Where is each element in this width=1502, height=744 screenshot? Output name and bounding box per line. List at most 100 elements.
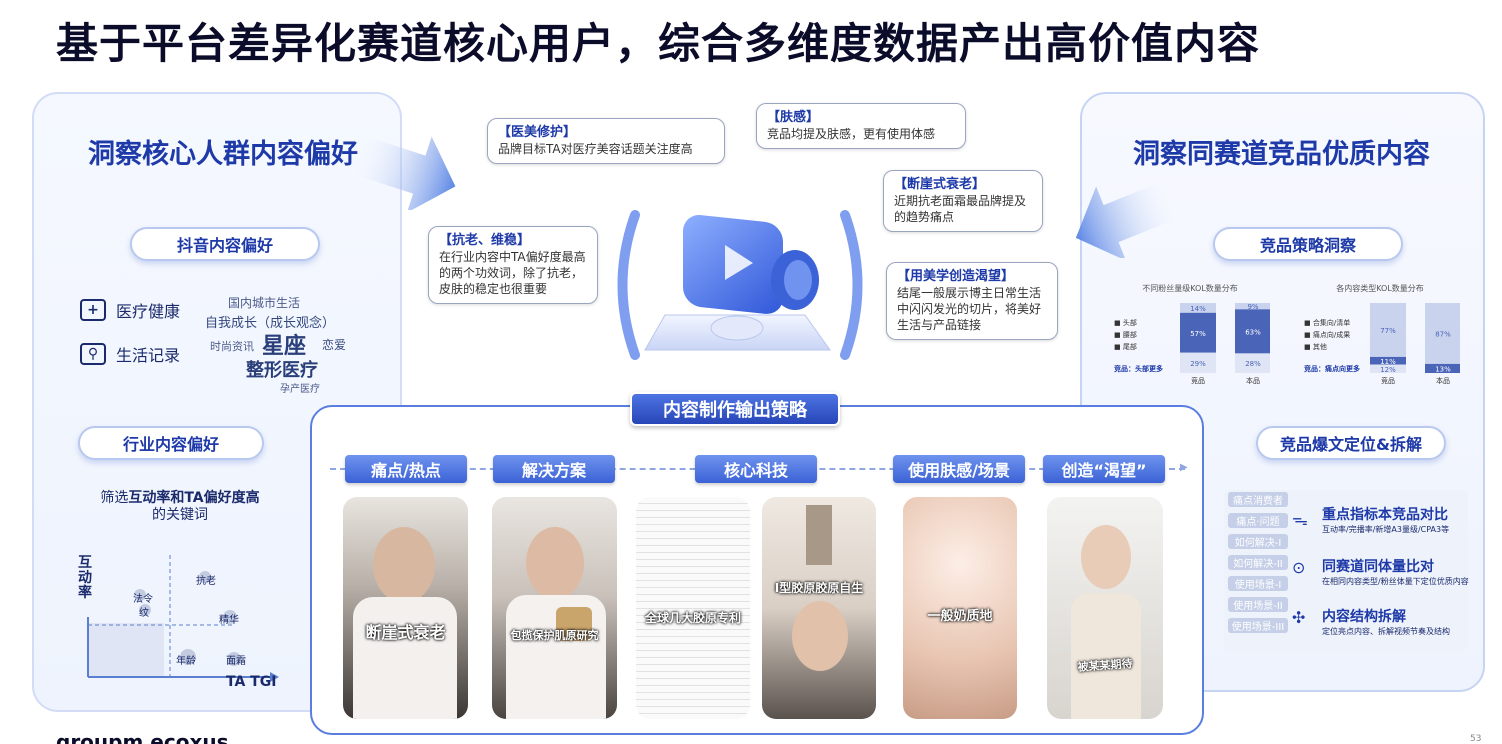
- chart2-title: 各内容类型KOL数量分布: [1336, 284, 1424, 293]
- bar-segment: [1425, 303, 1460, 364]
- data-label: 87%: [1435, 330, 1451, 338]
- bar-segment: [1180, 312, 1216, 353]
- video-thumb-1[interactable]: 断崖式衰老: [343, 497, 468, 719]
- page-number: 53: [1470, 734, 1482, 744]
- x-axis-label: TA TGI: [226, 674, 277, 690]
- stage-row: 痛点消费者: [1228, 492, 1288, 507]
- video-camera-icon: [617, 210, 863, 360]
- filter-bold: 互动率和TA偏好度高: [128, 490, 260, 506]
- legend-entry: ■ 痛点向/成果: [1304, 330, 1350, 339]
- brand-text: groupm: [56, 730, 144, 744]
- link-icon: ᯓ: [1292, 510, 1308, 529]
- data-label: 57%: [1190, 330, 1206, 338]
- data-label: 14%: [1190, 305, 1206, 313]
- dot-label: 面霜: [226, 656, 246, 667]
- bubble-cliff-aging: 【断崖式衰老】近期抗老面霜最品牌提及的趋势痛点: [883, 170, 1043, 232]
- bubble-title: 【断崖式衰老】: [894, 177, 986, 192]
- legend-entry: ■ 腰部: [1114, 330, 1137, 339]
- chart-note: 竞品：头部更多: [1113, 364, 1163, 373]
- bubble-title: 【用美学创造渴望】: [897, 269, 1015, 284]
- face-shape: [1081, 525, 1131, 589]
- item-sub: 在相同内容类型/粉丝体量下定位优质内容: [1322, 577, 1469, 586]
- stage-row: 痛点·问题: [1228, 513, 1288, 528]
- stage-arrow-icon: ▶: [1180, 462, 1188, 473]
- arrow-left-icon: [1075, 178, 1180, 258]
- bubble-text: 近期抗老面霜最品牌提及的趋势痛点: [894, 194, 1027, 224]
- bar-segment: [1180, 352, 1216, 373]
- bar-segment: [1370, 364, 1406, 373]
- data-label: 13%: [1435, 365, 1451, 373]
- location-pin-icon: ⊙: [1292, 558, 1306, 577]
- face-shape: [792, 601, 848, 671]
- cloud-word: 自我成长（成长观念）: [205, 316, 336, 331]
- bubble-text: 品牌目标TA对医疗美容话题关注度高: [498, 142, 693, 156]
- cloud-word: 恋爱: [322, 338, 347, 352]
- bar-segment: [1425, 363, 1460, 373]
- dot-label: 年龄: [176, 656, 196, 667]
- item-sub: 定位亮点内容、拆解视频节奏及结构: [1322, 627, 1450, 636]
- item-sub: 互动率/完播率/新增A3量级/CPA3等: [1322, 525, 1450, 534]
- competitor-strategy-pill: 竞品策略洞察: [1213, 227, 1403, 261]
- word-cloud: 国内城市生活 自我成长（成长观念） 时尚资讯 星座 恋爱 整形医疗 孕产医疗: [200, 280, 390, 400]
- data-label: 28%: [1245, 360, 1261, 368]
- legend-entry: ■ 合集向/清单: [1304, 318, 1350, 327]
- arrow-right-icon: [350, 133, 456, 210]
- video-thumb-4[interactable]: I型胶原胶原自生: [762, 497, 876, 719]
- photo-icon: ⚲: [80, 343, 106, 365]
- breakdown-item-1: ᯓ 重点指标本竞品对比 互动率/完播率/新增A3量级/CPA3等: [1292, 504, 1472, 535]
- thumb-caption: I型胶原胶原自生: [774, 581, 864, 595]
- medical-icon: +: [80, 299, 106, 321]
- dot-label: 抗老: [196, 576, 216, 587]
- stage-row: 使用场景-II: [1228, 597, 1288, 612]
- douyin-pref-pill: 抖音内容偏好: [130, 227, 320, 261]
- data-label: 29%: [1190, 360, 1206, 368]
- stage-row: 如何解决-I: [1228, 534, 1288, 549]
- breakdown-item-3: ✣ 内容结构拆解 定位亮点内容、拆解视频节奏及结构: [1292, 606, 1472, 637]
- y-axis-label: 互动率: [78, 555, 92, 601]
- data-label: 12%: [1380, 366, 1396, 374]
- thumb-caption: 断崖式衰老: [365, 623, 446, 642]
- video-thumb-6[interactable]: 被某某期待: [1047, 497, 1163, 719]
- item-title: 同赛道同体量比对: [1322, 559, 1434, 575]
- breakdown-item-2: ⊙ 同赛道同体量比对 在相同内容类型/粉丝体量下定位优质内容: [1292, 556, 1472, 587]
- brand-text-2: ecoxus: [150, 730, 229, 744]
- dot-label: 精华: [219, 615, 239, 626]
- thumb-caption: 一般奶质地: [927, 609, 993, 624]
- item-title: 重点指标本竞品对比: [1322, 507, 1448, 523]
- category-label: 本品: [1436, 376, 1450, 385]
- video-thumb-2[interactable]: 包揽保护肌原研究: [492, 497, 617, 719]
- bubble-title: 【医美修护】: [498, 125, 577, 140]
- category-label: 本品: [1246, 376, 1260, 385]
- bubble-skin-feel: 【肤感】竞品均提及肤感，更有使用体感: [756, 103, 966, 149]
- stage-skin-feel: 使用肤感/场景: [893, 455, 1025, 483]
- cloud-word: 国内城市生活: [228, 296, 301, 310]
- video-thumb-5[interactable]: 一般奶质地: [903, 497, 1017, 719]
- thumb-caption: 包揽保护肌原研究: [510, 629, 599, 642]
- bubble-aesthetic-desire: 【用美学创造渴望】结尾一般展示博主日常生活中闪闪发光的切片，将美好生活与产品链接: [886, 262, 1058, 340]
- legend-medical: + 医疗健康: [80, 298, 180, 322]
- legend-entry: ■ 其他: [1304, 342, 1327, 351]
- face-shape: [373, 527, 435, 603]
- category-label: 竞品: [1191, 376, 1205, 385]
- data-label: 11%: [1380, 358, 1396, 366]
- stage-solution: 解决方案: [493, 455, 615, 483]
- face-shape: [526, 527, 584, 599]
- bubble-title: 【抗老、维稳】: [439, 233, 531, 248]
- filter-text: 筛选互动率和TA偏好度高的关键词: [60, 490, 300, 524]
- stage-row: 如何解决-II: [1228, 555, 1288, 570]
- page-title: 基于平台差异化赛道核心用户，综合多维度数据产出高价值内容: [56, 19, 1261, 68]
- stage-row: 使用场景-I: [1228, 576, 1288, 591]
- legend-entry: ■ 头部: [1114, 318, 1137, 327]
- item-title: 内容结构拆解: [1322, 609, 1406, 625]
- filter-pre: 筛选: [100, 490, 129, 506]
- scatter-quadrant: [87, 555, 279, 682]
- bar-segment: [1235, 303, 1270, 310]
- left-heading: 洞察核心人群内容偏好: [88, 139, 358, 170]
- dot-label: 纹: [139, 608, 149, 619]
- video-thumb-3[interactable]: 全球几大胶原专利: [636, 497, 750, 719]
- industry-pref-pill: 行业内容偏好: [78, 426, 264, 460]
- cloud-word: 星座: [262, 334, 307, 359]
- data-label: 77%: [1380, 327, 1396, 335]
